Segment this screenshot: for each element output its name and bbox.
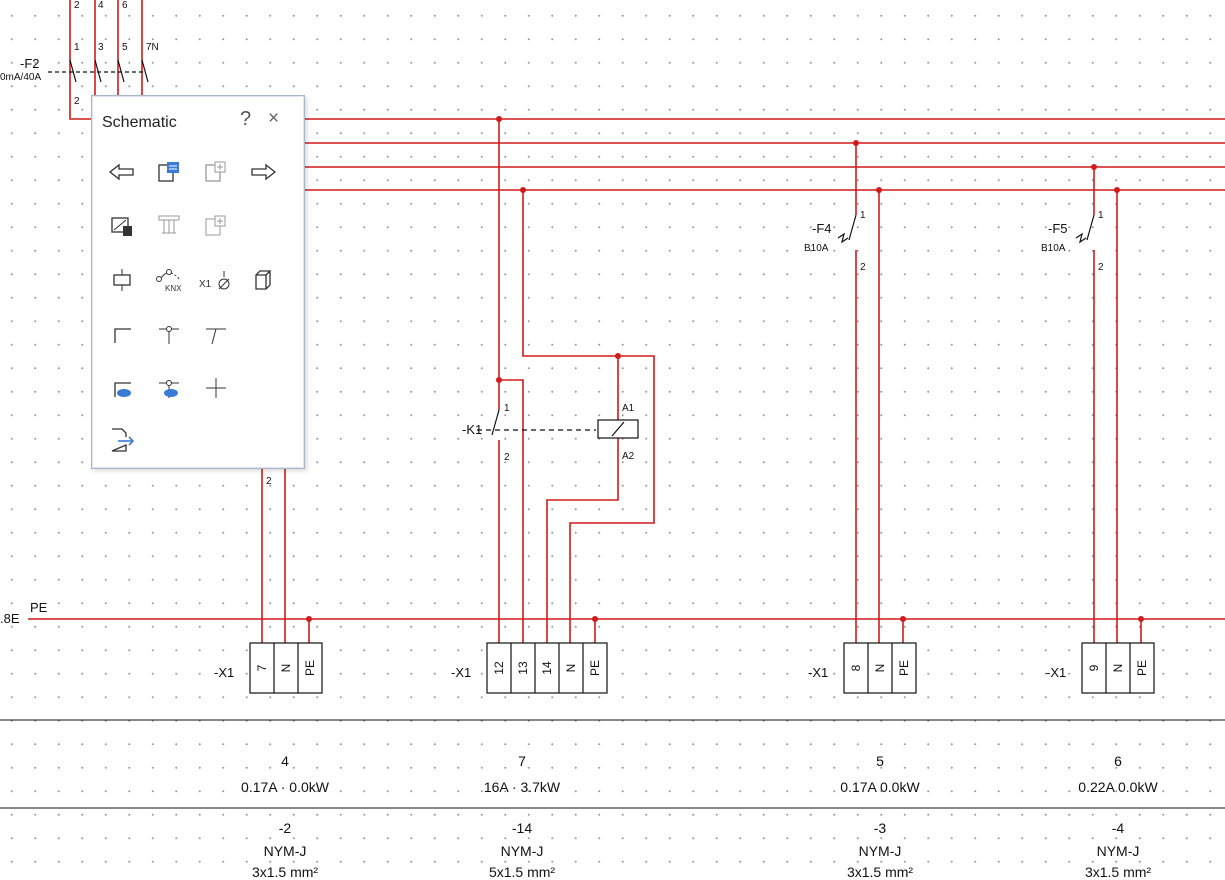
terminal-cell[interactable]: 7 [255, 664, 269, 672]
page-add-icon[interactable] [198, 154, 234, 190]
terminal-cell[interactable]: 14 [540, 661, 554, 675]
close-icon[interactable]: × [268, 108, 280, 129]
f5-rating: B10A [1041, 243, 1066, 254]
terminal-cell[interactable]: PE [897, 660, 911, 677]
cable-tag: -3 [873, 820, 887, 836]
circuit-number: 6 [1114, 753, 1122, 769]
f2-pin-top-2: 4 [98, 0, 104, 11]
terminal-cell[interactable]: 13 [516, 661, 530, 675]
export-icon[interactable] [104, 422, 140, 458]
terminal-cell[interactable]: N [279, 663, 293, 673]
k1-a1: A1 [622, 403, 635, 414]
wire-corner-blue-icon[interactable] [104, 370, 140, 406]
f4-rating: B10A [804, 243, 829, 254]
k1-pin-2: 2 [504, 452, 510, 463]
f2-pin-1: 1 [74, 42, 80, 53]
schematic-palette[interactable]: Schematic ? × KNX X1 [91, 95, 305, 469]
cable-type: NYM-J [858, 843, 902, 859]
x1-terminal-icon[interactable]: X1 [198, 262, 234, 298]
f2-pin-7n: 7N [146, 42, 159, 53]
wire-pin-label: 2 [266, 476, 272, 487]
f4-tag[interactable]: -F4 [812, 221, 832, 236]
help-icon[interactable]: ? [240, 108, 252, 130]
cable-tag: -14 [511, 820, 533, 836]
cable-tag: -2 [278, 820, 292, 836]
cable-size: 5x1.5 mm² [488, 864, 556, 880]
circuit-load: 16A · 3.7kW [483, 779, 561, 795]
circuit-load: 0.17A 0.0kW [840, 779, 920, 795]
pe-prefix: .8E [0, 611, 20, 626]
circuit-number: 4 [281, 753, 289, 769]
terminal-cell[interactable]: N [873, 663, 887, 673]
coil-icon[interactable] [104, 262, 140, 298]
cable-tag: -4 [1111, 820, 1125, 836]
f5-pin-1: 1 [1098, 210, 1104, 221]
f2-tag[interactable]: -F2 [20, 56, 40, 71]
cable-type: NYM-J [263, 843, 307, 859]
terminal-cell[interactable]: PE [588, 660, 602, 677]
k1-a2: A2 [622, 451, 635, 462]
k1-pin-1: 1 [504, 403, 510, 414]
circuit-number: 5 [876, 753, 884, 769]
circuit-load: 0.17A · 0.0kW [241, 779, 329, 795]
terminal-cell[interactable]: PE [1135, 660, 1149, 677]
f2-rating: 0mA/40A [0, 72, 42, 83]
wire-cross-icon[interactable] [198, 370, 234, 406]
terminal-tag[interactable]: -X1 [451, 665, 472, 680]
terminal-strip-icon[interactable] [151, 208, 187, 244]
cable-type: NYM-J [500, 843, 544, 859]
terminal-cell[interactable]: PE [303, 660, 317, 677]
f5-pin-2: 2 [1098, 262, 1104, 273]
k1-tag[interactable]: -K1 [462, 422, 483, 437]
terminal-block-x1-b [486, 642, 608, 694]
wire-branch-icon[interactable] [198, 316, 234, 352]
cable-size: 3x1.5 mm² [251, 864, 319, 880]
arrow-left-icon[interactable] [104, 154, 140, 190]
terminal-block-x1-c [843, 642, 917, 694]
terminal-cell[interactable]: 8 [849, 664, 863, 672]
terminal-tag[interactable]: -X1 [214, 665, 235, 680]
circuit-number: 7 [518, 753, 526, 769]
terminal-cell[interactable]: N [564, 663, 578, 673]
sheet-edit-icon[interactable] [104, 208, 140, 244]
knx-label: KNX [165, 284, 182, 293]
f2-pin-3: 3 [98, 42, 104, 53]
terminal-block-x1-d [1081, 642, 1155, 694]
f2-pin-5: 5 [122, 42, 128, 53]
terminal-tag[interactable]: -X1 [808, 665, 829, 680]
pe-label: PE [30, 600, 48, 615]
f2-pin-bottom: 2 [74, 96, 80, 107]
f2-wire [69, 0, 92, 120]
terminal-cell[interactable]: 9 [1087, 664, 1101, 672]
circuit-load: 0.22A 0.0kW [1078, 779, 1158, 795]
terminal-block-x1-a [249, 642, 323, 694]
cable-size: 3x1.5 mm² [846, 864, 914, 880]
knx-icon[interactable]: KNX [151, 262, 187, 298]
f2-pin-top-1: 2 [74, 0, 80, 11]
arrow-right-icon[interactable] [245, 154, 281, 190]
terminal-tag[interactable]: -X1 [1046, 665, 1067, 680]
cable-size: 3x1.5 mm² [1084, 864, 1152, 880]
f5-tag[interactable]: -F5 [1048, 221, 1068, 236]
box3d-icon[interactable] [245, 262, 281, 298]
terminal-cell[interactable]: 12 [492, 661, 506, 675]
f4-pin-1: 1 [860, 210, 866, 221]
terminal-cell[interactable]: N [1111, 663, 1125, 673]
f2-pin-top-3: 6 [122, 0, 128, 11]
palette-title: Schematic [102, 114, 177, 131]
wire-t-blue-icon[interactable] [151, 370, 187, 406]
page-blue-icon[interactable] [151, 154, 187, 190]
terminal-add-icon[interactable] [198, 208, 234, 244]
wire-t-icon[interactable] [151, 316, 187, 352]
f4-pin-2: 2 [860, 262, 866, 273]
x1-label: X1 [199, 279, 212, 290]
cable-type: NYM-J [1096, 843, 1140, 859]
wire-corner-icon[interactable] [104, 316, 140, 352]
